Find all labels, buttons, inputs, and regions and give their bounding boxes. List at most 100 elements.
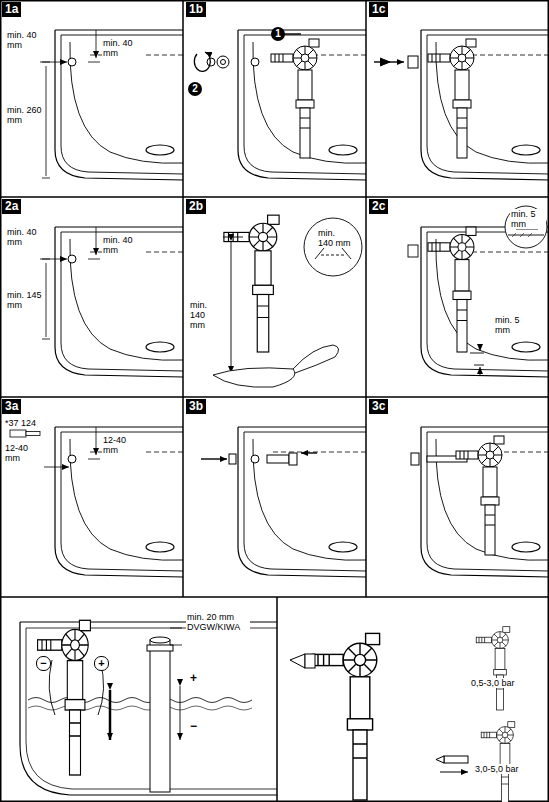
panel-tag: 3c <box>369 399 388 414</box>
drawing-stroke <box>374 56 418 68</box>
part-number: *37 124 <box>4 418 54 428</box>
drawing-stroke <box>481 722 515 802</box>
drawing-stroke <box>170 628 182 645</box>
panel-tag: 2c <box>369 199 388 214</box>
panel-tag: 1c <box>369 2 388 17</box>
callout-number: 2 <box>188 82 202 96</box>
drawing-stroke <box>290 654 305 668</box>
drawing-stroke <box>49 660 55 715</box>
drawing-stroke <box>88 459 100 460</box>
drawing-stroke <box>231 241 232 373</box>
dimension: min. 140 mm <box>189 300 223 330</box>
drawing-stroke <box>44 467 69 468</box>
panel-tag: 2a <box>2 199 21 214</box>
drawing-stroke <box>55 30 183 180</box>
drawing-stroke <box>456 436 504 555</box>
drawing-stroke <box>312 633 379 800</box>
drawing-stroke <box>40 30 100 178</box>
dimension: min. 260 mm <box>6 105 44 125</box>
drawing-stroke <box>68 455 76 463</box>
drawing-stroke <box>28 706 252 710</box>
drawing-stroke <box>428 39 476 158</box>
drawing-stroke <box>436 756 468 772</box>
drawing-stroke <box>109 690 112 740</box>
drawing-stroke <box>238 427 366 577</box>
drawing-stroke <box>150 640 170 792</box>
plus-sign: + <box>188 672 199 685</box>
dimension: 12-40 mm <box>4 443 44 463</box>
minus-symbol: − <box>36 656 51 671</box>
dimension: min. 40 mm <box>102 38 144 58</box>
drawing-stroke <box>238 30 366 180</box>
drawing-stroke <box>408 245 418 257</box>
drawing-stroke <box>421 30 549 180</box>
drawing-stroke <box>321 255 345 256</box>
drawing-stroke <box>470 353 484 365</box>
panel-2c <box>408 206 549 377</box>
drawing-stroke <box>55 427 183 577</box>
drawing-stroke <box>26 432 40 436</box>
drawing-stroke <box>201 458 227 459</box>
panel-tag: 3a <box>2 399 21 414</box>
dimension: min. 40 mm <box>6 30 46 50</box>
dimension: 12-40 mm <box>102 435 144 455</box>
pressure-range: 0,5-3,0 bar <box>470 678 542 688</box>
drawing-stroke <box>421 227 549 377</box>
drawing-stroke <box>380 58 390 66</box>
drawing-stroke <box>293 345 339 373</box>
callout-number: 1 <box>271 27 285 41</box>
drawing-stroke <box>49 628 182 792</box>
drawing-stroke <box>10 430 26 437</box>
pressure-range: 3,0-5,0 bar <box>474 764 546 774</box>
drawing-stroke <box>217 56 229 68</box>
drawing-stroke <box>28 698 252 703</box>
drawing-stroke <box>88 259 100 260</box>
drawing-stroke <box>301 452 317 453</box>
drawing-stroke <box>40 227 100 339</box>
drawing-stroke <box>38 620 91 775</box>
drawing-stroke <box>224 215 279 352</box>
drawing-stroke <box>251 58 259 66</box>
drawing-stroke <box>290 654 315 668</box>
drawing-stroke <box>267 455 289 463</box>
dimension: min. 5 mm <box>510 209 546 229</box>
drawing-stroke <box>440 772 468 773</box>
drawing-stroke <box>271 39 319 158</box>
drawing-stroke <box>180 686 181 740</box>
drawing-stroke <box>194 52 210 71</box>
drawing-stroke <box>289 453 297 465</box>
dimension: min. 40 mm <box>102 235 144 255</box>
drawing-stroke <box>251 455 259 463</box>
drawing-stroke <box>436 756 444 763</box>
panel-3b <box>201 427 366 577</box>
drawing-stroke <box>480 367 481 375</box>
drawing-stroke <box>46 263 47 337</box>
panel-level <box>20 620 277 795</box>
drawing-stroke <box>444 756 468 763</box>
drawing-stroke <box>408 206 547 375</box>
dimension: min. 20 mm DVGW/KIWA <box>186 612 250 632</box>
panel-1b <box>194 30 366 180</box>
drawing-stroke <box>88 62 100 63</box>
drawing-stroke <box>68 255 76 263</box>
drawing-stroke <box>508 229 544 235</box>
drawing-stroke <box>408 56 418 68</box>
drawing-stroke <box>96 30 97 58</box>
minus-sign: − <box>188 720 199 733</box>
drawing-stroke <box>147 645 173 651</box>
drawing-stroke <box>201 453 317 465</box>
drawing-stroke <box>194 34 301 71</box>
drawing-stroke <box>96 427 97 455</box>
drawing-stroke <box>96 227 97 255</box>
panel-pressure <box>290 627 515 802</box>
drawing-stroke <box>213 218 362 387</box>
panel-tag: 3b <box>186 399 206 414</box>
drawing-stroke <box>55 227 183 377</box>
drawing-stroke <box>223 237 249 375</box>
panel-3c <box>411 427 549 577</box>
drawing-stroke <box>505 206 547 248</box>
plus-symbol: + <box>94 656 109 671</box>
drawing-stroke <box>221 60 226 65</box>
panel-tag: 1b <box>186 2 206 17</box>
